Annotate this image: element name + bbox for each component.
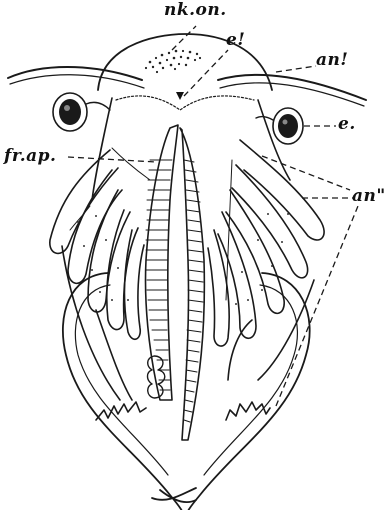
leader-fr-ap	[68, 157, 156, 162]
label-nk-on: nk.on.	[164, 0, 227, 20]
neck-organ-stipple	[145, 50, 201, 73]
label-an2: an"	[352, 186, 386, 206]
leader-an2-c	[276, 206, 358, 406]
caudal-loop-right-inner	[204, 285, 297, 475]
jaw-right	[226, 402, 270, 420]
frontal-appendage-right	[180, 128, 204, 440]
label-an1: an!	[316, 50, 348, 70]
antenna-second-right	[208, 140, 324, 380]
body-frill-edge	[116, 96, 254, 110]
jaw-left	[96, 402, 146, 420]
label-fr-ap: fr.ap.	[4, 146, 56, 166]
antenna-first-right	[218, 75, 366, 100]
median-eye	[176, 92, 184, 100]
antenna-first-left-inner	[10, 75, 144, 88]
leader-e1	[184, 50, 228, 96]
label-e: e.	[338, 114, 356, 134]
leader-an1	[276, 66, 316, 72]
coiled-segment	[148, 356, 165, 398]
fan-stipple	[77, 213, 289, 305]
antenna-first-left	[8, 67, 142, 80]
left-eye	[53, 93, 110, 131]
caudal-loop-right	[188, 273, 310, 510]
antenna-first-right-inner	[220, 83, 364, 106]
label-e1: e!	[226, 30, 245, 50]
leader-an2-a	[262, 156, 350, 190]
leader-nk-on	[172, 26, 196, 50]
